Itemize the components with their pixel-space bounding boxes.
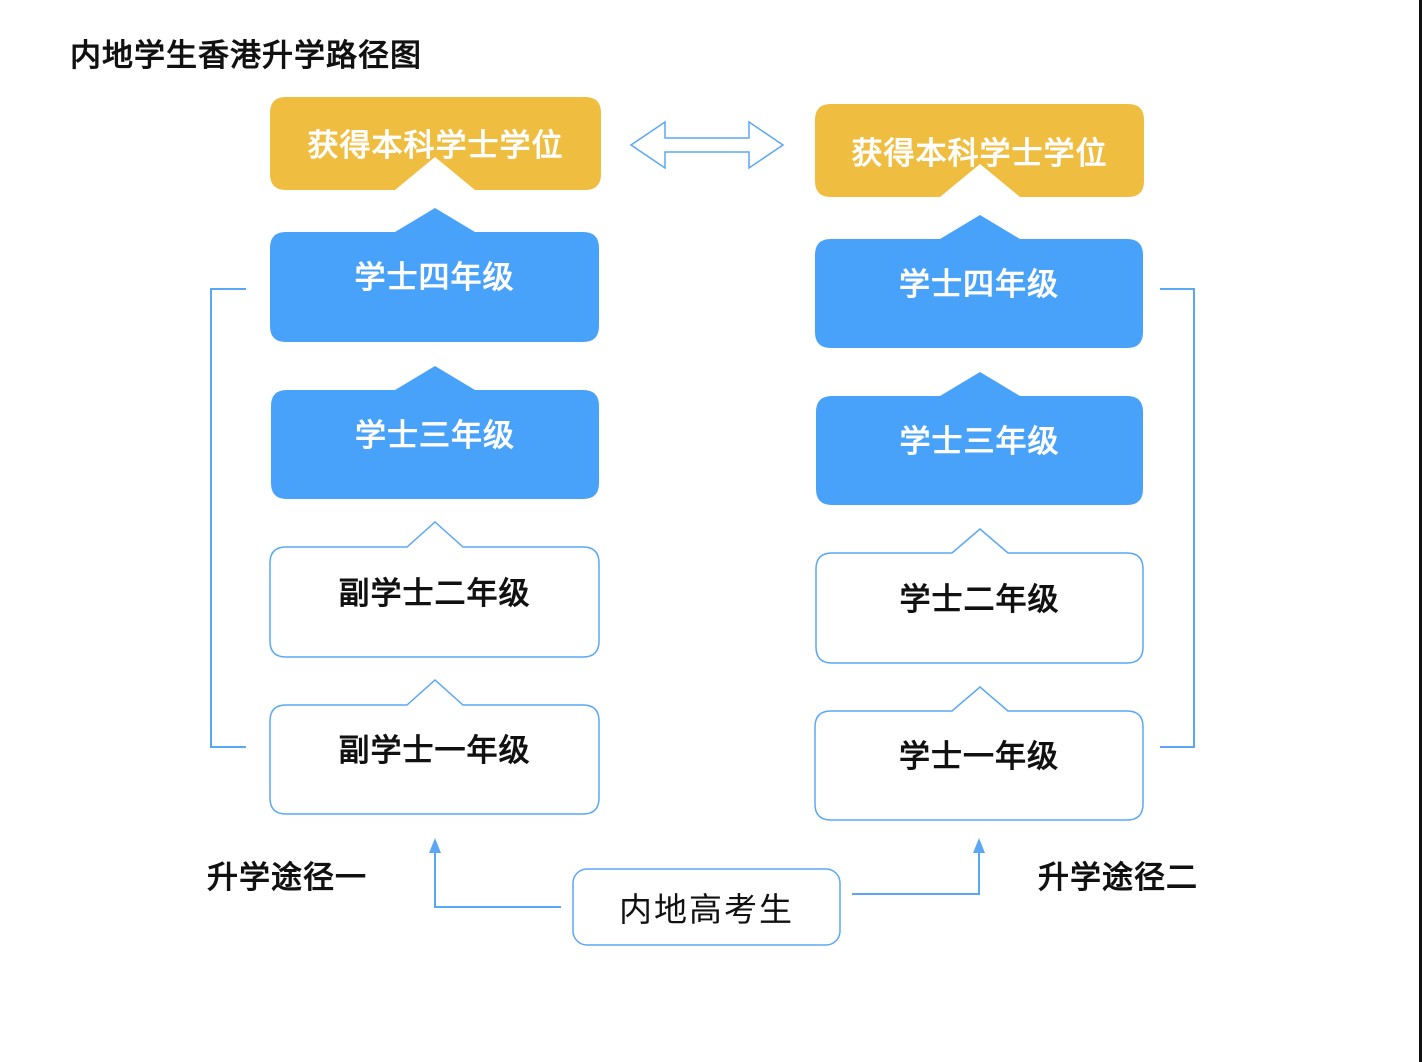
start-label: 内地高考生 (619, 890, 794, 929)
right-border (1419, 0, 1422, 1062)
path2-step1-label: 学士一年级 (899, 738, 1059, 775)
path1-step1-box (269, 678, 600, 815)
path2-name: 升学途径二 (1038, 860, 1198, 896)
path1-step2-label: 副学士二年级 (338, 575, 531, 612)
connector-to-path1 (434, 852, 561, 908)
path2-goal-label: 获得本科学士学位 (851, 135, 1108, 172)
path2-step4-label: 学士四年级 (899, 266, 1059, 303)
path1-goal-label: 获得本科学士学位 (307, 127, 564, 164)
connector-to-path2-arrowhead (973, 838, 985, 853)
page-title: 内地学生香港升学路径图 (70, 38, 422, 74)
path1-goal-box (270, 97, 601, 190)
path1-name: 升学途径一 (207, 860, 367, 896)
path2-bracket (1160, 288, 1195, 748)
connector-to-path1-arrowhead (429, 838, 441, 853)
path2-step4-box (815, 215, 1143, 348)
path2-step1-box (814, 686, 1144, 821)
path1-step2-box (269, 520, 600, 658)
path1-step1-label: 副学士一年级 (338, 732, 531, 769)
path1-step4-label: 学士四年级 (354, 259, 515, 296)
path2-step3-box (816, 372, 1143, 505)
path2-step3-label: 学士三年级 (899, 423, 1060, 460)
double-headed-arrow-icon (629, 120, 785, 170)
start-box (572, 868, 841, 946)
path1-bracket (210, 288, 246, 748)
path1-step3-box (271, 366, 599, 499)
connector-to-path2 (852, 852, 980, 895)
path1-step4-box (270, 208, 599, 342)
path1-step3-label: 学士三年级 (355, 417, 515, 454)
path2-step2-box (815, 528, 1144, 664)
path2-goal-box (815, 104, 1144, 197)
path2-step2-label: 学士二年级 (899, 581, 1060, 618)
